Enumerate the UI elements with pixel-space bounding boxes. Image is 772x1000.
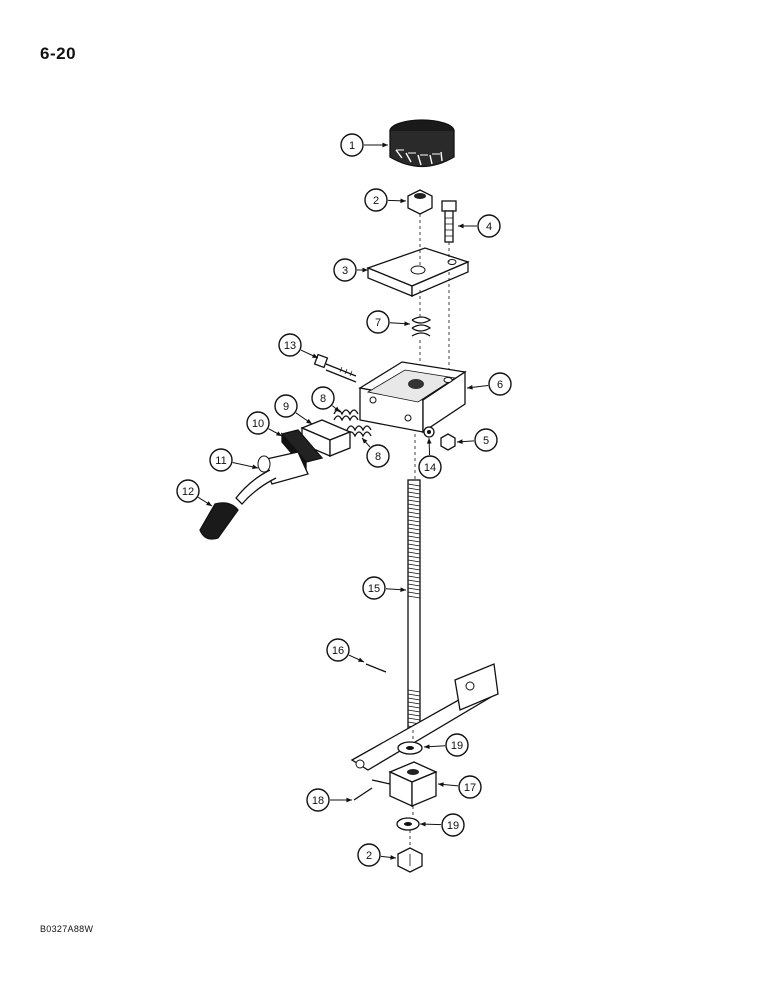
callout-19: 19 <box>419 813 465 837</box>
callout-17: 17 <box>437 775 482 799</box>
leader-arrow <box>426 438 432 444</box>
callout-label: 18 <box>312 795 324 807</box>
washer-upper <box>397 741 423 755</box>
leader-arrow <box>334 406 340 412</box>
leader-arrow <box>467 385 473 390</box>
roll-pin <box>365 663 387 673</box>
leader-arrow <box>438 782 444 787</box>
cotter-pin <box>353 787 373 801</box>
callout-19: 19 <box>423 733 469 757</box>
callout-label: 6 <box>497 379 503 391</box>
leader-arrow <box>206 501 212 506</box>
leader-arrow <box>400 587 406 592</box>
leader-arrow <box>457 439 463 444</box>
callout-3: 3 <box>333 258 368 282</box>
callout-14: 14 <box>418 437 442 479</box>
callout-11: 11 <box>209 448 259 472</box>
leader-arrow <box>458 223 464 229</box>
callout-6: 6 <box>466 372 512 396</box>
knob <box>389 119 455 168</box>
callout-label: 8 <box>375 451 381 463</box>
callout-label: 19 <box>447 820 459 832</box>
callout-label: 7 <box>375 317 381 329</box>
callout-label: 15 <box>368 583 380 595</box>
nut-tiny <box>423 426 435 438</box>
callout-2: 2 <box>364 188 407 212</box>
callout-label: 17 <box>464 782 476 794</box>
callout-label: 8 <box>320 393 326 405</box>
callout-label: 2 <box>373 195 379 207</box>
callout-2: 2 <box>357 843 397 867</box>
callout-label: 16 <box>332 645 344 657</box>
handle-grip <box>199 502 239 540</box>
callout-1: 1 <box>340 133 388 157</box>
leader-arrow <box>358 657 364 662</box>
figure-code: B0327A88W <box>40 924 94 934</box>
callout-label: 2 <box>366 850 372 862</box>
trunnion-block <box>371 761 438 808</box>
leader-arrow <box>420 821 426 827</box>
leader-arrow <box>362 438 368 444</box>
linkage-arm <box>350 663 499 771</box>
nut-small <box>440 433 456 451</box>
callout-13: 13 <box>278 333 319 359</box>
callout-5: 5 <box>456 428 498 452</box>
leader-arrow <box>346 797 352 803</box>
callout-16: 16 <box>326 638 365 663</box>
nut-bottom <box>397 847 423 873</box>
callout-7: 7 <box>366 310 411 334</box>
spring-clip <box>411 316 432 337</box>
callout-label: 11 <box>215 455 226 467</box>
bolt-vertical <box>441 200 457 243</box>
washer-lower <box>396 817 420 831</box>
callout-18: 18 <box>306 788 352 812</box>
callout-label: 12 <box>182 486 194 498</box>
bracket <box>358 361 467 434</box>
callout-label: 14 <box>424 462 436 474</box>
callout-8: 8 <box>361 437 390 468</box>
callout-label: 1 <box>349 140 355 152</box>
lock-block <box>300 419 352 457</box>
nut-top <box>407 189 433 215</box>
threaded-rod <box>407 479 421 731</box>
callout-label: 3 <box>342 265 348 277</box>
callout-4: 4 <box>458 214 501 238</box>
leader-arrow <box>276 431 282 436</box>
leader-arrow <box>312 353 318 358</box>
leader-arrow <box>252 464 258 470</box>
lever-handle <box>235 451 309 505</box>
callout-label: 5 <box>483 435 489 447</box>
leader-arrow <box>404 321 410 326</box>
callout-label: 4 <box>486 221 492 233</box>
callout-9: 9 <box>274 394 313 425</box>
callout-12: 12 <box>176 479 213 507</box>
callout-8: 8 <box>311 386 341 413</box>
leader-arrow <box>362 267 368 273</box>
callout-label: 13 <box>284 340 296 352</box>
leader-arrow <box>424 744 430 749</box>
callout-10: 10 <box>246 411 283 437</box>
leader-arrow <box>306 418 312 424</box>
leader-arrow <box>382 142 388 148</box>
spring-upper <box>333 409 359 422</box>
callout-15: 15 <box>362 576 407 600</box>
bolt-horizontal <box>313 353 357 383</box>
leader-arrow <box>400 198 406 204</box>
leader-arrow <box>390 855 396 860</box>
page-number: 6-20 <box>40 44 77 63</box>
callout-label: 10 <box>252 418 264 430</box>
mounting-plate <box>366 247 470 297</box>
callout-label: 19 <box>451 740 463 752</box>
callout-label: 9 <box>283 401 289 413</box>
